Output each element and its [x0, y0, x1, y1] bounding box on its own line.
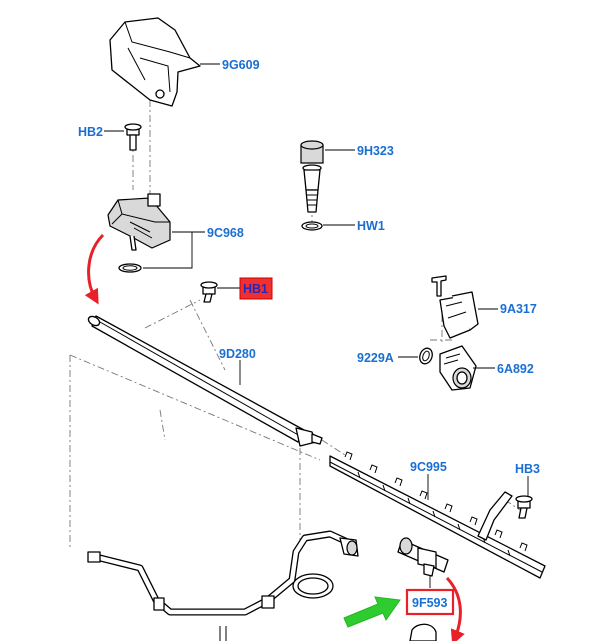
part-hw1-oring: [301, 221, 355, 231]
part-9h323-sensor: [300, 140, 355, 213]
label-hb2: HB2: [78, 125, 103, 139]
label-9d280: 9D280: [219, 347, 256, 361]
green-pointer-arrow: [343, 596, 401, 628]
part-hb3-bolt: [515, 476, 533, 519]
label-9g609: 9G609: [222, 58, 260, 72]
part-9d280-rail: [87, 315, 323, 447]
part-9c995-bracket: [329, 451, 546, 579]
part-9g609-cover: [109, 17, 220, 107]
part-9229a-oring: [398, 347, 433, 365]
label-9229a: 9229A: [357, 351, 394, 365]
part-9f593-damper: [397, 537, 449, 588]
label-hw1: HW1: [357, 219, 385, 233]
label-hb3: HB3: [515, 462, 540, 476]
part-hb2-bolt: [104, 123, 142, 151]
label-9f593: 9F593: [412, 596, 447, 610]
hb1-highlight-box: [239, 277, 273, 300]
label-6a892: 6A892: [497, 362, 534, 376]
callout-arrow-left: [84, 233, 105, 305]
label-hb1: HB1: [243, 282, 268, 296]
9f593-highlight-box: [405, 588, 455, 616]
label-9c995: 9C995: [410, 460, 447, 474]
part-9a317-clip: [431, 275, 498, 339]
alignment-lines: [69, 100, 521, 550]
part-6a892-connector: [439, 345, 495, 391]
label-9h323: 9H323: [357, 144, 394, 158]
part-9c968-sensor: [107, 193, 205, 273]
part-fuel-line: [87, 530, 437, 641]
label-9a317: 9A317: [500, 302, 537, 316]
part-hb1-bolt: [200, 281, 240, 303]
label-9c968: 9C968: [207, 226, 244, 240]
callout-arrow-right: [445, 576, 465, 641]
